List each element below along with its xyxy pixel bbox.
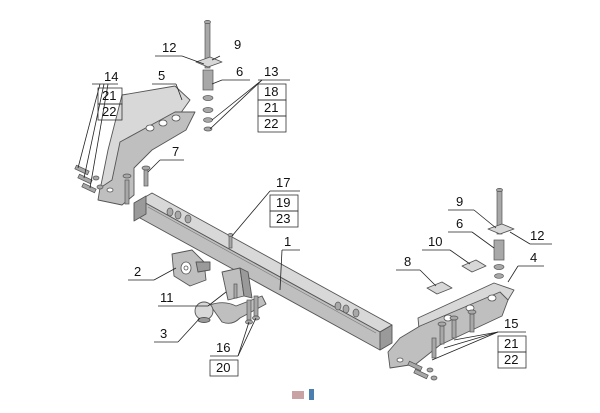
label-2: 2 [134,264,141,279]
cross-beam [133,192,393,351]
label-12-left: 12 [162,40,176,55]
socket-plate [171,249,211,287]
label-20: 20 [216,360,230,375]
label-21-mid: 21 [264,100,278,115]
label-3: 3 [160,326,167,341]
label-17: 17 [276,175,290,190]
label-4: 4 [530,250,537,265]
label-8: 8 [404,254,411,269]
label-15: 15 [504,316,518,331]
plate-10 [461,259,487,273]
pager-dot-active[interactable] [309,389,314,400]
tow-ball [194,295,267,324]
beam-washers [166,207,360,318]
label-9-right: 9 [456,194,463,209]
label-22-right: 22 [504,352,518,367]
label-7: 7 [172,144,179,159]
label-22-left: 22 [102,104,116,119]
ball-mount-bracket [221,267,253,301]
label-6-left: 6 [236,64,243,79]
label-22-mid: 22 [264,116,278,131]
label-5: 5 [158,68,165,83]
label-21-right: 21 [504,336,518,351]
label-13: 13 [264,64,278,79]
label-11: 11 [160,290,174,305]
right-bolts [407,309,477,381]
label-18: 18 [264,84,278,99]
label-21-left: 21 [102,88,116,103]
label-14: 14 [104,69,118,84]
leader-lines [77,55,552,361]
label-19: 19 [276,195,290,210]
pager-dot[interactable] [292,390,304,399]
part-labels: 14 21 22 5 12 9 6 13 18 21 22 7 17 19 23… [102,37,544,375]
label-1: 1 [284,234,291,249]
label-23: 23 [276,211,290,226]
label-boxes [97,83,527,377]
right-vertical-bolt [487,188,515,279]
label-10: 10 [428,234,442,249]
image-pager [292,389,314,400]
label-16: 16 [216,340,230,355]
left-vertical-bolt [195,20,223,132]
label-6-right: 6 [456,216,463,231]
label-12-right: 12 [530,228,544,243]
label-9-left: 9 [234,37,241,52]
parts-drawing [74,20,515,381]
plate-8 [426,281,453,295]
ball-bolts [245,295,260,325]
part-7-bolt [141,165,151,187]
right-bracket [387,282,515,369]
